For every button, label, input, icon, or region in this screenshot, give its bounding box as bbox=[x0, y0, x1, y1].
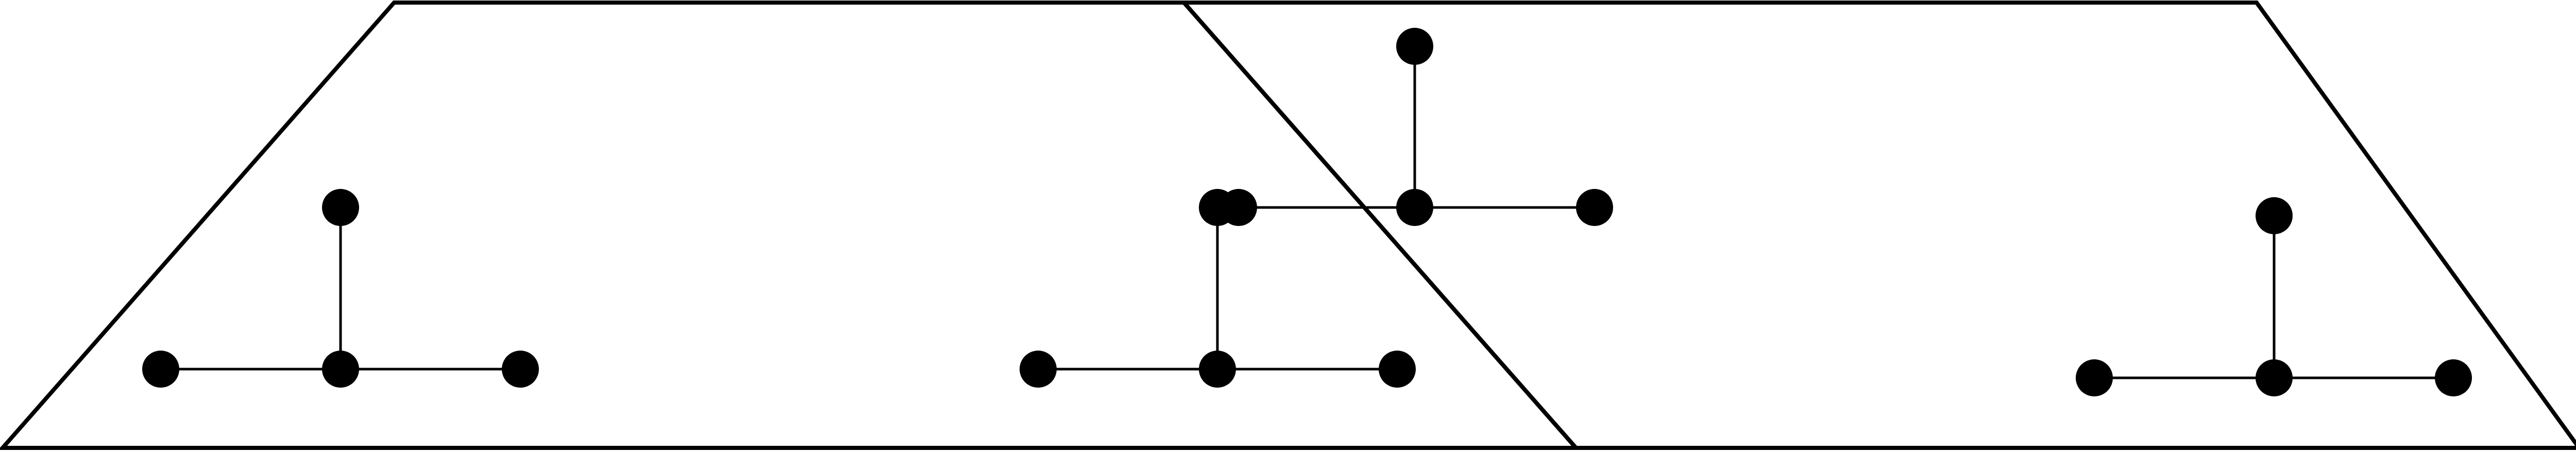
middle-tree-vertex-upper-right bbox=[1576, 189, 1613, 226]
left-tree-vertex-top bbox=[322, 189, 359, 226]
middle-tree bbox=[1020, 28, 1613, 388]
left-tree-vertex-right bbox=[502, 351, 539, 388]
right-tree-vertex-center bbox=[2256, 359, 2293, 396]
middle-tree-vertex-upper-center bbox=[1396, 189, 1433, 226]
right-parallelogram-outline bbox=[1179, 1, 2576, 450]
middle-tree-vertex-lower-left bbox=[1020, 351, 1057, 388]
left-tree-vertex-center bbox=[322, 351, 359, 388]
left-tree-vertex-left bbox=[142, 351, 179, 388]
middle-tree-vertex-upper-left-b bbox=[1220, 189, 1257, 226]
right-tree bbox=[2076, 197, 2472, 396]
middle-tree-vertex-lower-right bbox=[1379, 351, 1416, 388]
middle-tree-vertex-top bbox=[1396, 28, 1433, 65]
right-tree-vertex-left bbox=[2076, 359, 2113, 396]
right-tree-vertex-top bbox=[2256, 197, 2293, 234]
left-tree bbox=[142, 189, 539, 388]
middle-tree-vertex-lower-center bbox=[1199, 351, 1236, 388]
left-trapezoid-outline bbox=[0, 1, 1581, 450]
right-tree-vertex-right bbox=[2435, 359, 2472, 396]
